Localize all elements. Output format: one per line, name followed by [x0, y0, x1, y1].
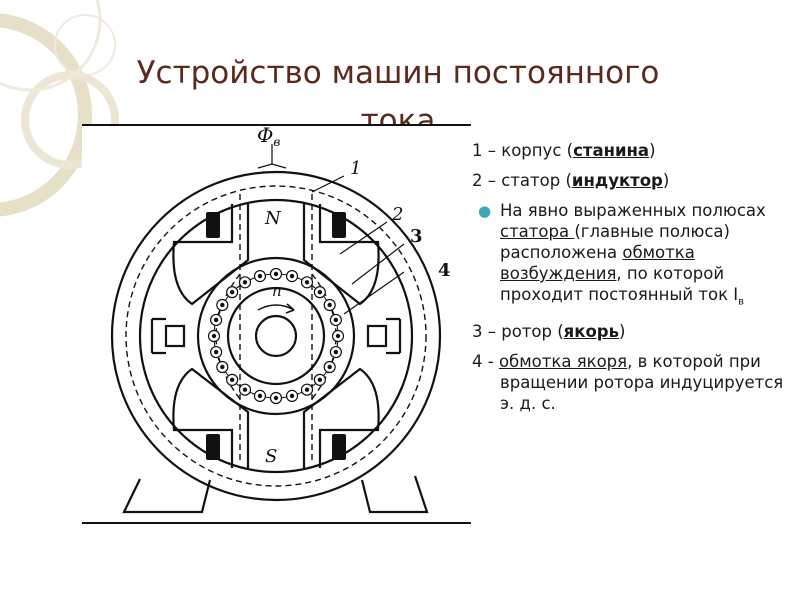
armature-conductor-mark — [273, 271, 279, 277]
armature-conductor-mark — [304, 280, 310, 285]
diagram-bottom-rule — [82, 522, 471, 524]
brush-right — [366, 324, 388, 348]
link-stanina[interactable]: станина — [573, 141, 650, 160]
armature-conductor-mark — [257, 273, 263, 279]
text-content: 1 – корпус (станина) 2 – статор (индукто… — [468, 140, 788, 423]
pole-south-left — [172, 367, 250, 468]
label-2: 2 — [391, 204, 403, 225]
label-south: S — [265, 446, 277, 467]
armature-conductor-mark — [289, 393, 295, 399]
diagram-svg: Φв N S n 1 2 3 4 — [110, 123, 451, 514]
slide-title: Устройство машин постоянного тока — [136, 54, 660, 139]
armature-conductor-mark — [220, 302, 225, 308]
label-flux: Φв — [257, 124, 280, 149]
link-obmotka-yakorya[interactable]: обмотка якоря — [498, 352, 628, 372]
armature-conductor-mark — [317, 289, 323, 295]
item-3: 3 – ротор (якорь) — [472, 322, 626, 342]
label-1: 1 — [350, 158, 361, 179]
armature-conductor-mark — [289, 273, 295, 279]
machine-foot-right — [360, 475, 429, 514]
link-induktor[interactable]: индуктор — [571, 171, 663, 190]
link-obmotka-vozbuzhdeniya[interactable]: обмотка возбуждения — [500, 243, 695, 283]
label-3: 3 — [410, 226, 423, 247]
armature-conductor-mark — [229, 377, 235, 383]
machine-foot-left — [122, 478, 212, 514]
pole-north-left — [172, 204, 250, 306]
armature-conductor-mark — [211, 333, 217, 339]
armature-core — [226, 286, 326, 386]
armature-conductor-mark — [333, 349, 339, 355]
armature-conductor-mark — [213, 349, 219, 355]
armature-conductor-mark — [242, 387, 248, 392]
dc-machine-diagram: Φв N S n 1 2 3 4 — [82, 123, 471, 524]
shaft — [254, 314, 298, 358]
yoke-outer — [110, 170, 442, 502]
pole-south-right — [302, 367, 380, 468]
link-stator[interactable]: статора — [500, 222, 575, 241]
item-4: 4 - обмотка якоря, в которой при вращени… — [472, 352, 784, 414]
armature-conductor-mark — [242, 280, 248, 285]
bullet-icon: ● — [478, 202, 492, 220]
item-1: 1 – корпус (станина) — [472, 141, 656, 160]
item-2: 2 – статор (индуктор) — [472, 171, 670, 190]
armature-conductor-mark — [333, 317, 339, 323]
armature-conductor-mark — [304, 387, 310, 392]
armature-conductor-mark — [335, 333, 341, 339]
yoke-inner — [138, 198, 414, 474]
armature-outer — [196, 256, 356, 416]
pole-north-right — [302, 204, 380, 306]
brush-left — [164, 324, 186, 348]
armature-conductor-mark — [220, 364, 225, 370]
link-yakor[interactable]: якорь — [563, 322, 620, 342]
diagram-top-rule — [82, 124, 471, 126]
armature-conductor-mark — [327, 302, 332, 308]
label-4: 4 — [438, 260, 451, 281]
armature-conductor-mark — [327, 364, 332, 370]
armature-conductor-mark — [229, 289, 235, 295]
label-speed: n — [272, 282, 282, 300]
rotation-arrow — [257, 304, 295, 311]
armature-conductor-mark — [257, 393, 263, 399]
armature-conductor-mark — [213, 317, 219, 323]
armature-conductor-mark — [317, 377, 323, 383]
bullet-item: ●На явно выраженных полюсах статора (гла… — [478, 201, 766, 308]
label-north: N — [264, 208, 282, 229]
armature-conductors — [207, 267, 345, 405]
armature-conductor-mark — [273, 395, 279, 401]
